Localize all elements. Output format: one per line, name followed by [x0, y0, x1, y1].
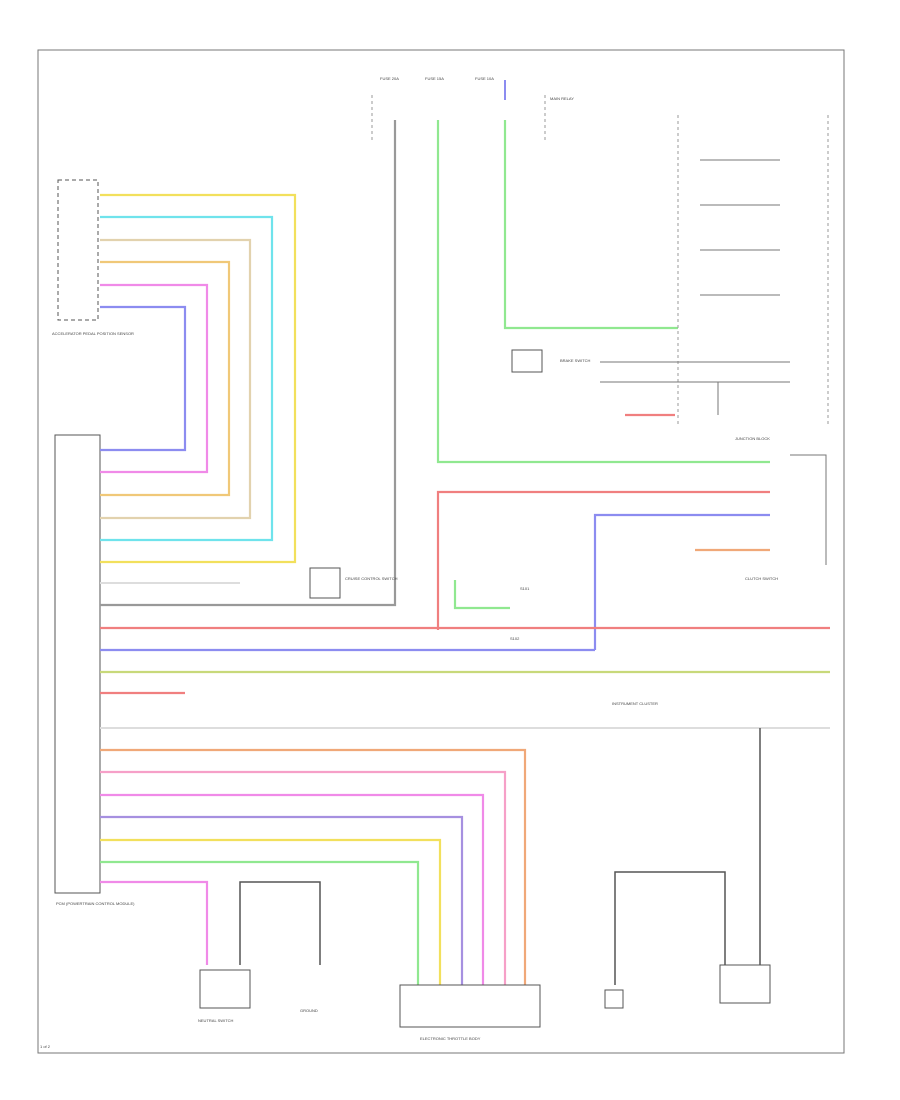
splice-1-label: S101	[520, 586, 530, 591]
fuse-3-label: FUSE 10A	[475, 76, 494, 81]
page-number: 1 of 2	[40, 1044, 51, 1049]
pcm-module-label: PCM (POWERTRAIN CONTROL MODULE)	[56, 901, 135, 906]
wire-blue-clutch	[593, 513, 770, 650]
fuse-feeds: FUSE 20A FUSE 15A FUSE 10A MAIN RELAY	[100, 76, 770, 607]
wire-violet-tb	[100, 815, 464, 985]
clutch-switch-wires: CLUTCH SWITCH	[436, 454, 827, 650]
pcm-module-block	[54, 434, 101, 894]
pedal-sensor-block	[57, 179, 99, 321]
wire-pink-neutral	[100, 880, 209, 965]
clutch-switch-label: CLUTCH SWITCH	[745, 576, 778, 581]
throttle-body-label: ELECTRONIC THROTTLE BODY	[420, 1036, 481, 1041]
diagram-frame	[37, 49, 845, 1054]
pcm-output-wires: CRUISE CONTROL SWITCH S101 S102 INSTRUME…	[100, 567, 830, 729]
ground-label: GROUND	[300, 1008, 318, 1013]
wire-red-clutch	[436, 490, 770, 630]
wire-green-feed	[436, 120, 770, 464]
splice-2-label: S102	[510, 636, 520, 641]
clutch-switch-bracket	[790, 454, 827, 565]
wire-pink-tb	[100, 793, 485, 985]
junction-block-label: JUNCTION BLOCK	[735, 436, 770, 441]
bottom-right-components	[604, 728, 771, 1009]
wire-gray-feed	[100, 120, 397, 607]
instrument-cluster-label: INSTRUMENT CLUSTER	[612, 701, 658, 706]
cruise-switch-box	[309, 567, 341, 599]
wire-black-neutral	[239, 881, 321, 965]
fuse-1-label: FUSE 20A	[380, 76, 399, 81]
cruise-switch-label: CRUISE CONTROL SWITCH	[345, 576, 398, 581]
wire-tan-loop	[100, 238, 252, 520]
wire-green-relay	[503, 120, 678, 330]
wire-yellow-tb	[100, 838, 442, 985]
wire-green-splice	[453, 580, 510, 610]
neutral-switch-group: NEUTRAL SWITCH GROUND	[100, 880, 321, 1023]
wire-light-pink-tb	[100, 770, 507, 985]
neutral-switch-label: NEUTRAL SWITCH	[198, 1018, 234, 1023]
wire-pink-loop	[100, 283, 209, 474]
pedal-sensor-label: ACCELERATOR PEDAL POSITION SENSOR	[52, 331, 134, 336]
wire-green-tb	[100, 860, 420, 985]
wire-orange-loop	[100, 260, 231, 497]
wire-light-blue-loop	[100, 215, 274, 542]
throttle-body-block	[399, 984, 541, 1028]
brake-switch-label: BRAKE SWITCH	[560, 358, 591, 363]
relay-coil-box	[511, 349, 543, 373]
bottom-right-relay-box	[719, 964, 771, 1004]
right-switch-block: JUNCTION BLOCK BRAKE SWITCH	[511, 115, 829, 441]
wire-yellow-loop	[100, 193, 297, 564]
relay-main-label: MAIN RELAY	[550, 96, 574, 101]
bottom-small-box	[604, 989, 624, 1009]
throttle-body-wires: ELECTRONIC THROTTLE BODY	[100, 748, 541, 1041]
fuse-2-label: FUSE 15A	[425, 76, 444, 81]
neutral-switch-box	[199, 969, 251, 1009]
wire-blue-loop	[100, 305, 187, 452]
pedal-sensor-wires	[100, 193, 297, 564]
wire-peach-tb	[100, 748, 527, 985]
wire-black-bottom-right	[614, 871, 726, 985]
